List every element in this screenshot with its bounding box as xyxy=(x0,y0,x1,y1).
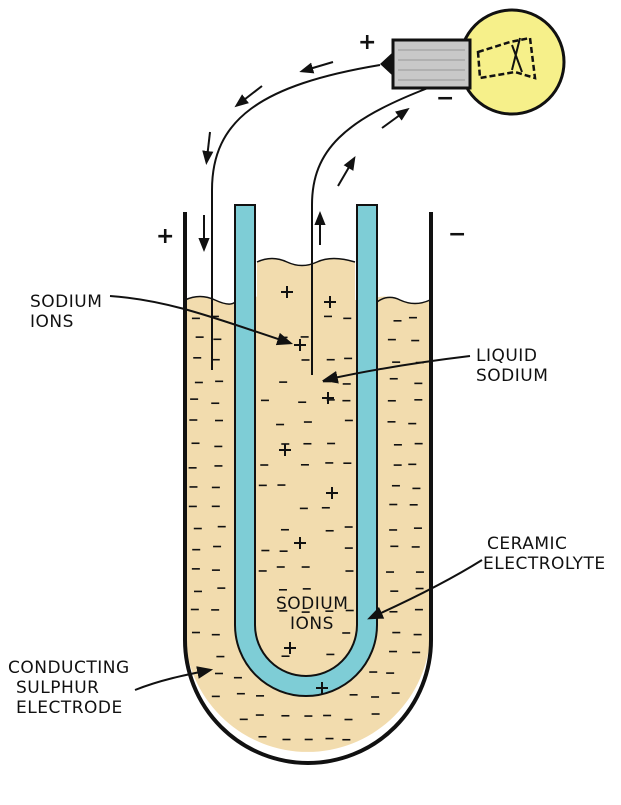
label-line: LIQUID xyxy=(476,346,538,366)
label-sulphur-electrode: CONDUCTING SULPHUR ELECTRODE xyxy=(8,658,130,718)
cell-positive-terminal: + xyxy=(156,224,175,249)
label-line: IONS xyxy=(290,614,334,634)
label-line: SULPHUR xyxy=(16,678,100,698)
label-line: SODIUM xyxy=(476,366,549,386)
ion-mark xyxy=(322,392,334,404)
bulb-positive-sign: + xyxy=(358,30,377,55)
bulb-negative-sign: − xyxy=(436,86,455,111)
ion-mark xyxy=(294,339,306,351)
bulb-glass xyxy=(458,8,566,116)
ion-mark xyxy=(316,682,328,694)
current-arrow xyxy=(202,131,214,165)
ion-mark xyxy=(294,537,306,549)
ion-mark xyxy=(324,296,336,308)
label-sodium-ions-outer: SODIUM IONS xyxy=(30,292,102,332)
ceramic-electrolyte-tube xyxy=(234,204,378,697)
current-arrow xyxy=(234,85,263,108)
ion-marks xyxy=(279,286,338,694)
sulphur-surface-line xyxy=(376,296,431,305)
label-line: SODIUM xyxy=(276,594,349,614)
negative-wire xyxy=(311,87,429,206)
label-line: CONDUCTING xyxy=(8,658,130,678)
light-bulb xyxy=(380,8,566,116)
label-ceramic-electrolyte: CERAMIC ELECTROLYTE xyxy=(483,534,606,574)
label-liquid-sodium: LIQUID SODIUM xyxy=(476,346,548,386)
current-arrow xyxy=(381,107,410,129)
bulb-tip xyxy=(380,52,393,76)
bulb-base-shading xyxy=(398,49,465,81)
positive-wire xyxy=(211,64,381,191)
label-sodium-ions-inner: SODIUM IONS xyxy=(276,594,348,634)
current-arrow xyxy=(299,61,334,74)
label-line: SODIUM xyxy=(30,292,103,312)
bulb-filament-coil xyxy=(511,37,523,73)
label-line: ELECTRODE xyxy=(16,698,123,718)
label-line: ELECTROLYTE xyxy=(483,554,606,574)
bulb-filament xyxy=(476,36,537,80)
label-line: IONS xyxy=(30,312,74,332)
ion-mark xyxy=(284,642,296,654)
ion-mark xyxy=(279,444,291,456)
electron-marks xyxy=(188,315,424,741)
label-line: CERAMIC xyxy=(487,534,568,554)
bulb-base xyxy=(391,38,472,90)
sodium-surface-line xyxy=(256,257,356,267)
cell-negative-terminal: − xyxy=(448,222,467,247)
current-arrow xyxy=(337,155,356,187)
ion-mark xyxy=(326,487,338,499)
